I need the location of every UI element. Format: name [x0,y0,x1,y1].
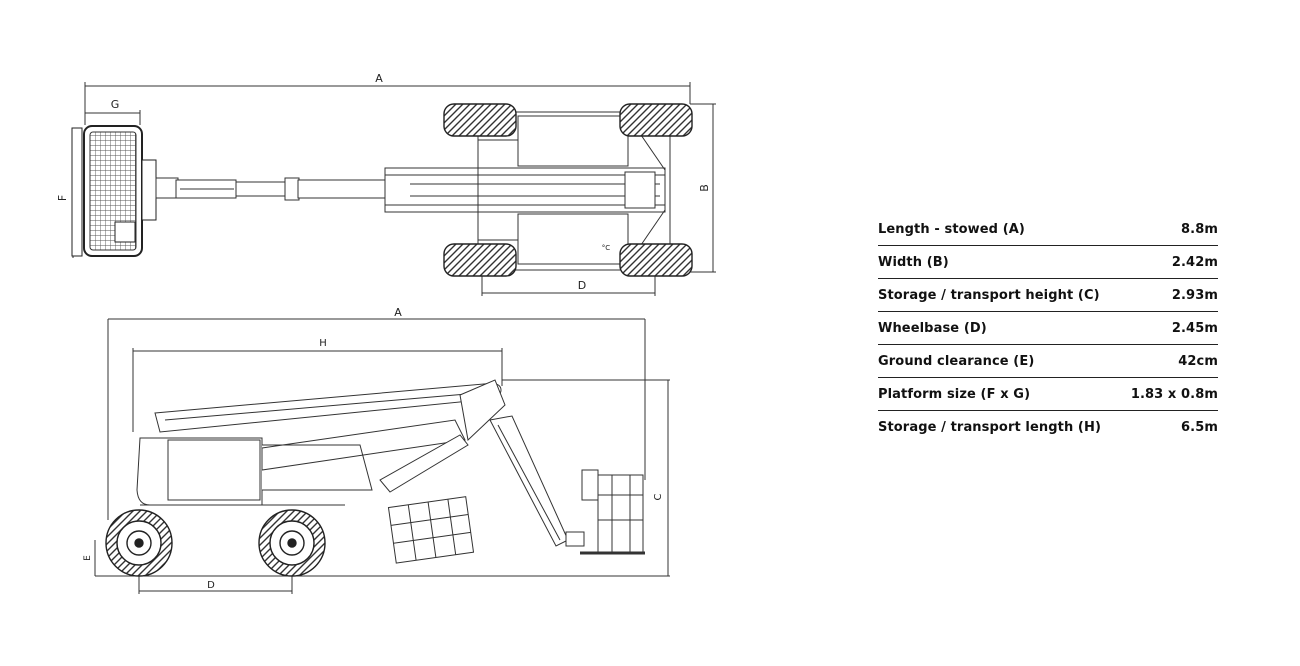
spec-row: Platform size (F x G) 1.83 x 0.8m [878,378,1218,411]
top-label-a: A [375,72,383,85]
top-label-b: B [698,184,711,192]
spec-value: 42cm [1178,353,1218,369]
side-label-h: H [319,338,327,349]
spec-row: Width (B) 2.42m [878,246,1218,279]
side-jib [489,415,585,547]
spec-value: 8.8m [1181,221,1218,237]
spec-label: Platform size (F x G) [878,386,1031,402]
side-body [136,437,373,506]
top-dimension-f: F [56,128,74,258]
top-chassis: °C [477,111,671,271]
spec-label: Storage / transport length (H) [878,420,1101,435]
side-dimension-e: E [83,540,96,576]
spec-row: Length - stowed (A) 8.8m [878,213,1218,246]
spec-value: 1.83 x 0.8m [1130,386,1218,402]
top-dimension-a: A [84,72,691,125]
spec-label: Ground clearance (E) [878,353,1035,369]
spec-value: 6.5m [1181,420,1218,435]
spec-table: Length - stowed (A) 8.8m Width (B) 2.42m… [878,213,1218,444]
side-dimension-a: A [107,306,646,520]
spec-row: Storage / transport height (C) 2.93m [878,279,1218,312]
top-label-d: D [578,279,586,292]
side-label-a: A [394,306,402,319]
side-dimension-d: D [138,572,293,594]
top-view: A G F B D [56,72,716,296]
side-label-e: E [83,555,93,561]
side-wheels [105,509,326,577]
spec-row: Ground clearance (E) 42cm [878,345,1218,378]
side-label-c: C [653,493,664,500]
side-label-d: D [207,580,215,591]
spec-row: Wheelbase (D) 2.45m [878,312,1218,345]
spec-value: 2.93m [1171,287,1218,303]
side-lower-boom [261,419,469,493]
spec-row: Storage / transport length (H) 6.5m [878,411,1218,444]
top-temp-mark: °C [602,244,611,252]
spec-value: 2.45m [1171,320,1218,336]
top-dimension-b: B [690,103,716,273]
spec-label: Width (B) [878,254,949,270]
side-boom [154,379,506,442]
side-platform-tilted [387,496,475,564]
spec-label: Length - stowed (A) [878,221,1025,237]
top-label-f: F [56,195,69,201]
side-dimension-c: C [502,379,670,576]
top-label-g: G [111,98,120,111]
spec-value: 2.42m [1171,254,1218,270]
side-view: A H C E D [83,306,670,594]
top-boom [297,167,666,213]
side-platform-raised [580,469,645,555]
top-dimension-g: G [85,98,141,125]
spec-label: Storage / transport height (C) [878,287,1100,303]
top-tires [443,103,693,277]
top-platform [71,125,157,257]
machine-dimension-diagram: A G F B D [56,72,716,594]
top-jib [155,177,300,201]
spec-label: Wheelbase (D) [878,320,987,336]
